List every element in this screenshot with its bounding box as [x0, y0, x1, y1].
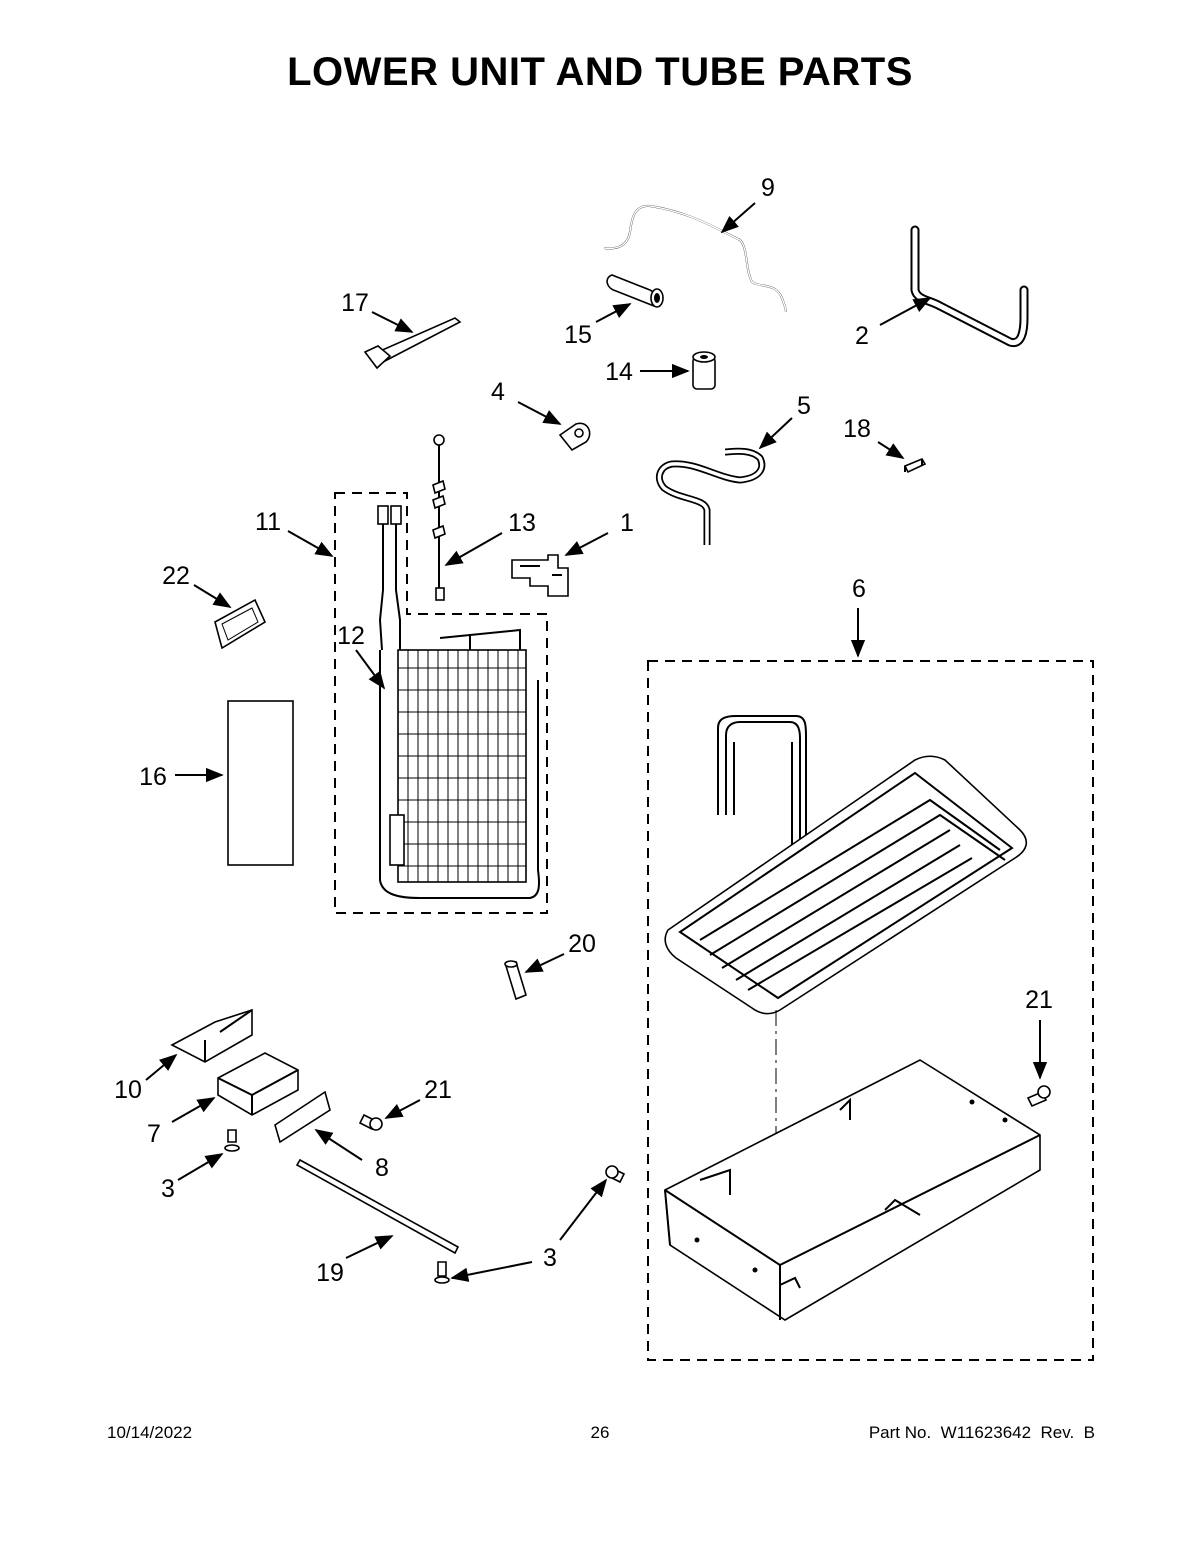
clip-part-18	[903, 457, 927, 474]
leader-arrows	[145, 202, 1048, 1282]
bracket-part-1	[511, 554, 569, 597]
screw-part-21-left	[358, 1113, 383, 1131]
tube-part-9	[603, 204, 787, 313]
drain-pan-assembly-part-6	[647, 660, 1094, 1361]
callout-3-left: 3	[161, 1175, 175, 1203]
leader-11	[287, 530, 334, 557]
footer-part-number: Part No. W11623642 Rev. B	[868, 1423, 1095, 1442]
panel-part-22	[214, 598, 267, 650]
leader-5	[758, 417, 793, 450]
bracket-part-7	[217, 1052, 299, 1116]
callout-22: 22	[162, 562, 190, 590]
callout-4: 4	[491, 378, 505, 406]
leader-2	[879, 297, 932, 326]
cover-part-10	[170, 1008, 253, 1063]
pad-part-16	[227, 700, 294, 866]
callout-18: 18	[843, 415, 871, 443]
callout-15: 15	[564, 321, 592, 349]
condenser-assembly-part-11	[334, 492, 548, 914]
footer-page-number: 26	[590, 1423, 610, 1442]
callout-7: 7	[147, 1120, 161, 1148]
callout-8: 8	[375, 1154, 389, 1182]
callout-6: 6	[852, 575, 866, 603]
tube-part-2	[910, 225, 1029, 348]
screw-part-3-bottom	[434, 1261, 450, 1284]
footer-date: 10/14/2022	[107, 1423, 193, 1442]
callout-9: 9	[761, 174, 775, 202]
clamp-part-4	[558, 422, 591, 452]
leader-20	[524, 953, 565, 973]
leader-10	[145, 1053, 178, 1081]
screw-part-21-right	[1026, 1085, 1051, 1108]
callout-14: 14	[605, 358, 633, 386]
tie-part-17	[363, 317, 462, 370]
tube-part-5	[655, 447, 766, 545]
page-title: LOWER UNIT AND TUBE PARTS	[287, 50, 913, 94]
leader-3-bottom	[450, 1261, 533, 1282]
leader-8	[314, 1129, 363, 1161]
leader-3-left	[177, 1153, 224, 1181]
callout-10: 10	[114, 1076, 142, 1104]
callout-13: 13	[508, 509, 536, 537]
leader-9	[720, 202, 756, 234]
callout-3-right: 3	[543, 1244, 557, 1272]
screw-part-3-right	[605, 1165, 626, 1184]
leader-12	[355, 649, 386, 690]
leader-13	[444, 532, 503, 566]
callout-16: 16	[139, 763, 167, 791]
leader-1	[564, 532, 609, 556]
callout-21-left: 21	[424, 1076, 452, 1104]
leader-18	[877, 441, 905, 459]
leader-21-left	[384, 1099, 421, 1119]
leader-4	[517, 401, 562, 425]
callout-21-right: 21	[1025, 986, 1053, 1014]
leader-15	[595, 303, 632, 323]
callout-17: 17	[341, 289, 369, 317]
callout-labels: 9 2 17 15 14 4 5 18 11 13 1 22 12 6 16 2…	[114, 174, 1053, 1287]
screw-part-3-left	[224, 1129, 240, 1152]
leader-7	[171, 1097, 216, 1123]
leader-19	[345, 1235, 394, 1259]
callout-12: 12	[337, 622, 365, 650]
plate-part-8	[274, 1090, 331, 1144]
leader-17	[371, 311, 414, 333]
leader-22	[193, 584, 232, 608]
drier-part-14	[692, 351, 716, 390]
callout-11: 11	[255, 508, 281, 536]
callout-20: 20	[568, 930, 596, 958]
callout-19: 19	[316, 1259, 344, 1287]
tube-part-20	[504, 960, 527, 1001]
sleeve-part-15	[606, 274, 664, 308]
harness-part-13	[432, 434, 446, 601]
callout-1: 1	[620, 509, 634, 537]
strip-part-19	[295, 1158, 460, 1255]
leader-3-right	[559, 1178, 608, 1241]
callout-5: 5	[797, 392, 811, 420]
callout-2: 2	[855, 322, 869, 350]
